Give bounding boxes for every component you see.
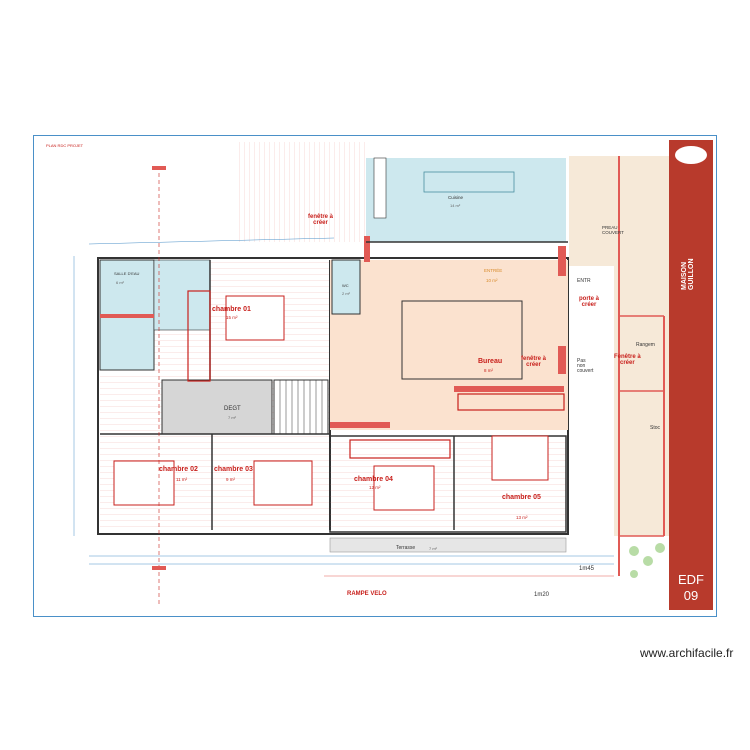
room-chambre-04: chambre 04 (354, 476, 393, 483)
area-bureau: 8 m² (484, 368, 493, 373)
dim-1m45: 1m45 (579, 566, 595, 572)
wc-room (331, 259, 361, 315)
preau-area (569, 156, 619, 266)
room-stockage: Stoc (650, 425, 661, 431)
room-bureau: Bureau (478, 358, 503, 365)
bed-chambre04 (373, 465, 435, 511)
label-entree: ENTR (577, 278, 591, 284)
note-fenetre-1: fenêtre à créer (308, 214, 334, 226)
room-chambre-03: chambre 03 (214, 466, 253, 473)
area-salle-deau: 6 m² (116, 280, 124, 285)
salle-deau-annex (153, 259, 211, 331)
degt-room (161, 379, 273, 435)
room-terrasse: Terrasse (396, 545, 416, 551)
logo-icon (675, 146, 707, 164)
area-chambre-01: 15 m² (226, 315, 238, 320)
sheet-code: EDF (678, 572, 704, 587)
room-salle-deau: SALLE D'EAU (114, 271, 140, 276)
exterior-deck-top (239, 142, 369, 242)
area-wc: 2 m² (342, 291, 350, 296)
wardrobe-01 (187, 290, 211, 382)
terrasse-strip (329, 537, 567, 553)
room-cuisine: Cuisine (448, 195, 464, 200)
area-degt: 7 m² (228, 415, 236, 420)
cuisine-area (366, 158, 566, 242)
area-terrasse: 7 m² (429, 546, 437, 551)
room-chambre-05: chambre 05 (502, 494, 541, 501)
area-chambre-05: 13 m² (516, 515, 528, 520)
room-rangement: Rangem (636, 342, 655, 348)
floor-plan (73, 142, 669, 606)
bed-chambre01 (225, 295, 285, 341)
note-fenetre-2: fenêtre à créer (521, 356, 547, 368)
sheet-number: 09 (683, 588, 699, 603)
area-cuisine: 14 m² (450, 203, 461, 208)
area-chambre-04: 12 m² (369, 485, 381, 490)
area-chambre-03: 9 m² (226, 477, 235, 482)
area-chambre-02: 11 m² (176, 477, 188, 482)
room-preau: PREAU COUVERT (602, 225, 624, 235)
area-entree: 10 m² (486, 278, 498, 283)
room-entree: ENTRÉE (484, 268, 503, 273)
room-wc: WC (342, 283, 349, 288)
title-block: MAISON GUILLON EDF 09 (669, 140, 713, 610)
note-rampe-velo: RAMPE VELO (347, 591, 387, 597)
bed-chambre05 (491, 435, 549, 481)
drawing-sheet: PLAN RDC PROJET chambre 01 15 m² chambre… (33, 135, 717, 617)
bed-chambre02 (113, 460, 175, 506)
dim-1m20: 1m20 (534, 592, 550, 598)
bureau-room (401, 300, 523, 380)
room-degt: DEGT (224, 406, 241, 412)
staircase (273, 379, 329, 435)
room-chambre-01: chambre 01 (212, 306, 251, 313)
sheet-header: PLAN RDC PROJET (46, 143, 84, 148)
bed-chambre03 (253, 460, 313, 506)
note-non-couvert: Pas non couvert (577, 358, 594, 374)
note-fenetre-3: Fenêtre à créer (614, 354, 641, 366)
watermark[interactable]: www.archifacile.fr (640, 646, 734, 660)
note-porte: porte à créer (579, 296, 600, 308)
room-chambre-02: chambre 02 (159, 466, 198, 473)
right-annex-area (614, 156, 669, 536)
company-name: MAISON GUILLON (681, 258, 695, 291)
